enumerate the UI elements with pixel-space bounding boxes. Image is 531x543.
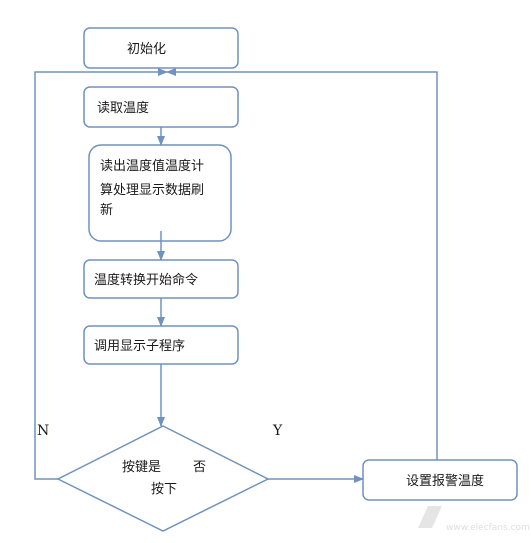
node-read-temp: 读取温度 — [83, 86, 239, 128]
node-start-conversion: 温度转换开始命令 — [83, 259, 239, 299]
node-init: 初始化 — [83, 27, 239, 69]
node-read-calc-line1: 读出温度值温度计 — [100, 158, 204, 174]
edge-decision-no-loop — [34, 68, 168, 480]
edge-label-no: N — [37, 423, 49, 439]
node-decision: 按键是 否 按下 — [56, 425, 270, 532]
node-init-label: 初始化 — [127, 42, 166, 57]
node-call-display-label: 调用显示子程序 — [94, 339, 185, 354]
edge-label-yes: Y — [272, 423, 283, 439]
node-set-alarm-label: 设置报警温度 — [406, 473, 484, 489]
node-read-calc-line2: 算处理显示数据刷 — [100, 183, 204, 198]
edge-alarm-loop — [166, 68, 438, 460]
node-call-display: 调用显示子程序 — [83, 325, 239, 365]
node-read-calc-line3: 新 — [100, 202, 113, 218]
node-read-temp-label: 读取温度 — [97, 100, 149, 116]
node-decision-line2: 按下 — [151, 482, 177, 497]
node-start-conversion-label: 温度转换开始命令 — [94, 272, 198, 288]
node-set-alarm: 设置报警温度 — [362, 459, 518, 501]
node-decision-line1: 按键是 — [122, 460, 161, 475]
watermark-logo: www.elecfans.com — [418, 506, 530, 533]
node-decision-line1b: 否 — [193, 460, 206, 475]
node-read-calc: 读出温度值温度计 算处理显示数据刷 新 — [88, 144, 232, 242]
watermark-text: www.elecfans.com — [446, 523, 530, 533]
